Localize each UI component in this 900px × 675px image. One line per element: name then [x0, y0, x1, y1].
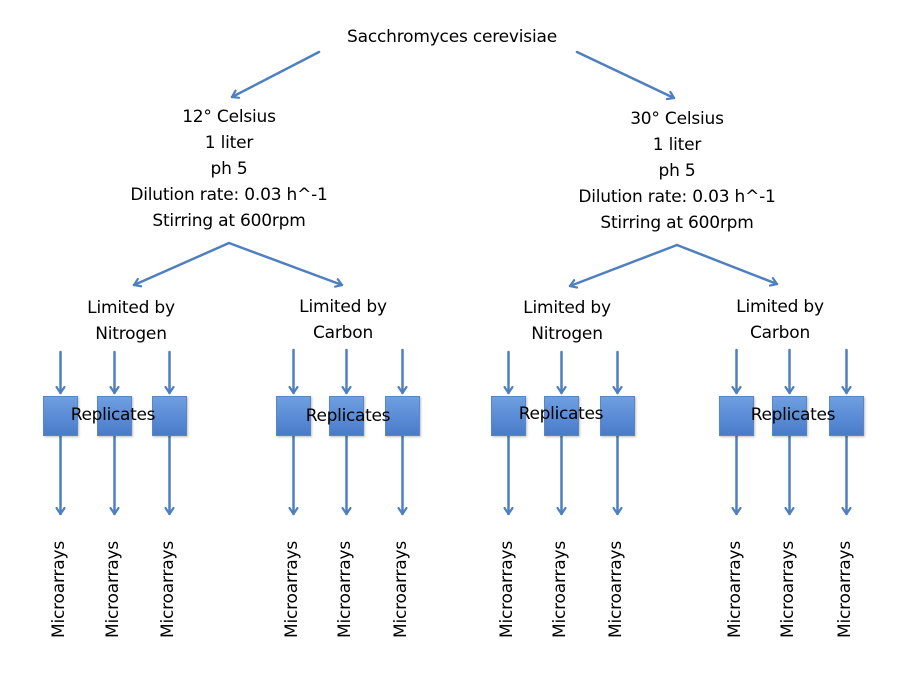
microarray-label: Microarrays	[157, 541, 178, 638]
limit-nutrient: Nitrogen	[95, 324, 167, 344]
arrow-12c-to-carbon	[227, 241, 344, 285]
microarray-label: Microarrays	[605, 541, 626, 638]
microarray-label: Microarrays	[48, 541, 69, 638]
arrow-root-to-12c	[230, 50, 321, 97]
replicate-box	[719, 396, 754, 436]
condition-stirring: Stirring at 600rpm	[600, 213, 754, 233]
microarray-label: Microarrays	[724, 541, 745, 638]
limit-nitrogen-12c: Limited by Nitrogen	[87, 295, 175, 347]
limit-nitrogen-30c: Limited by Nitrogen	[523, 295, 611, 347]
condition-ph: ph 5	[658, 161, 696, 181]
condition-temperature: 12° Celsius	[182, 107, 276, 127]
root-organism-label: Sacchromyces cerevisiae	[347, 24, 557, 50]
limit-label-line: Limited by	[299, 297, 387, 317]
condition-dilution-rate: Dilution rate: 0.03 h^-1	[578, 187, 776, 207]
microarray-label: Microarrays	[549, 541, 570, 638]
microarray-label: Microarrays	[777, 541, 798, 638]
condition-volume: 1 liter	[652, 135, 702, 155]
replicate-box	[385, 396, 420, 436]
limit-nutrient: Carbon	[312, 323, 374, 343]
condition-ph: ph 5	[210, 159, 248, 179]
replicate-box	[829, 396, 864, 436]
condition-30c-node: 30° Celsius 1 liter ph 5 Dilution rate: …	[578, 106, 776, 236]
root-label-text: Sacchromyces cerevisiae	[347, 27, 557, 47]
microarray-label: Microarrays	[496, 541, 517, 638]
arrow-12c-to-nitrogen	[132, 241, 231, 285]
replicate-box	[97, 396, 132, 436]
replicate-box	[276, 396, 311, 436]
arrow-root-to-30c	[575, 50, 676, 98]
replicates-label: Replicates	[305, 406, 391, 426]
replicate-box	[329, 396, 364, 436]
replicate-box	[491, 396, 526, 436]
microarray-label: Microarrays	[334, 541, 355, 638]
microarray-label: Microarrays	[390, 541, 411, 638]
condition-stirring: Stirring at 600rpm	[152, 211, 306, 231]
limit-nutrient: Carbon	[749, 323, 811, 343]
replicate-box	[544, 396, 579, 436]
replicate-box	[152, 396, 187, 436]
limit-carbon-12c: Limited by Carbon	[299, 294, 387, 346]
limit-carbon-30c: Limited by Carbon	[736, 294, 824, 346]
condition-volume: 1 liter	[204, 133, 254, 153]
microarray-label: Microarrays	[102, 541, 123, 638]
condition-dilution-rate: Dilution rate: 0.03 h^-1	[130, 185, 328, 205]
arrow-30c-to-nitrogen	[568, 243, 679, 286]
limit-label-line: Limited by	[87, 298, 175, 318]
replicates-label: Replicates	[70, 405, 156, 425]
condition-12c-node: 12° Celsius 1 liter ph 5 Dilution rate: …	[130, 104, 328, 234]
replicate-box	[43, 396, 78, 436]
limit-label-line: Limited by	[523, 298, 611, 318]
replicates-label: Replicates	[518, 404, 604, 424]
replicates-label: Replicates	[750, 405, 836, 425]
arrow-30c-to-carbon	[675, 243, 779, 284]
replicate-box	[600, 396, 635, 436]
condition-temperature: 30° Celsius	[630, 109, 724, 129]
limit-nutrient: Nitrogen	[531, 324, 603, 344]
limit-label-line: Limited by	[736, 297, 824, 317]
microarray-label: Microarrays	[834, 541, 855, 638]
replicate-box	[772, 396, 807, 436]
microarray-label: Microarrays	[281, 541, 302, 638]
